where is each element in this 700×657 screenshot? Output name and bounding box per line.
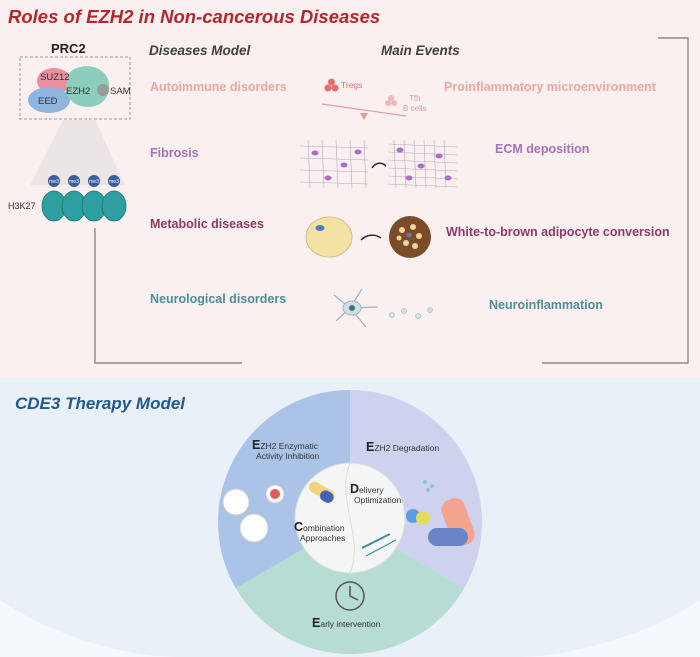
diseases-header: Diseases Model <box>149 43 251 58</box>
events-header: Main Events <box>381 43 460 58</box>
neuron-icon <box>333 288 433 328</box>
bcells-label: B cells <box>403 104 427 113</box>
nucleosome-array: me3 me3 me3 me3 <box>41 175 127 222</box>
delivery-label: Delivery Optimization <box>350 482 402 505</box>
eed-subunit <box>28 87 70 113</box>
event-ecm: ECM deposition <box>495 142 590 156</box>
suz12-label: SUZ12 <box>40 72 70 83</box>
disease-metabolic: Metabolic diseases <box>150 217 264 231</box>
me3-mark: me3 <box>49 179 59 185</box>
arrow-icon <box>371 162 387 169</box>
me3-mark: me3 <box>89 179 99 185</box>
h3k27-label: H3K27 <box>8 201 36 211</box>
figure-title: Roles of EZH2 in Non-cancerous Diseases <box>8 6 381 27</box>
prc2-label: PRC2 <box>51 41 86 56</box>
ecm-mesh-icon <box>299 139 458 189</box>
event-neuroinflammation: Neuroinflammation <box>489 298 603 312</box>
me3-mark: me3 <box>69 179 79 185</box>
capsule-icon <box>428 528 468 546</box>
disease-autoimmune: Autoimmune disorders <box>150 80 287 94</box>
combination-label: Combination Approaches <box>294 520 346 543</box>
adipocyte-icon <box>305 216 431 258</box>
pill-icon <box>239 513 269 543</box>
therapy-wheel <box>218 390 482 654</box>
prc2-complex <box>28 66 110 113</box>
sam-molecule <box>97 84 109 96</box>
tregs-tfh-seesaw-icon <box>321 78 407 120</box>
ezh2-label: EZH2 <box>66 86 91 97</box>
event-adipocyte: White-to-brown adipocyte conversion <box>446 225 670 239</box>
prc2-box <box>19 56 131 120</box>
me3-mark: me3 <box>109 179 119 185</box>
pill-icon <box>222 488 250 516</box>
early-intervention-label: Early intervention <box>312 616 381 630</box>
sam-label: SAM <box>110 86 131 97</box>
degradation-label: EZH2 Degradation <box>366 440 440 454</box>
tfh-label: Tfh <box>409 94 421 103</box>
disease-neurological: Neurological disorders <box>150 292 287 306</box>
bracket-right <box>542 37 689 364</box>
ezh2-subunit <box>65 66 110 107</box>
tregs-label: Tregs <box>341 80 363 90</box>
therapy-title: CDE3 Therapy Model <box>15 394 186 413</box>
bracket-left <box>94 228 242 364</box>
disease-fibrosis: Fibrosis <box>150 146 199 160</box>
prc2-cone <box>30 120 125 185</box>
clock-icon <box>335 581 365 611</box>
eed-label: EED <box>38 96 58 107</box>
arrow-icon <box>360 234 382 241</box>
enzymatic-label: EZH2 Enzymatic Activity Inhibition <box>252 438 320 461</box>
event-proinflammatory: Proinflammatory microenvironment <box>444 80 656 94</box>
